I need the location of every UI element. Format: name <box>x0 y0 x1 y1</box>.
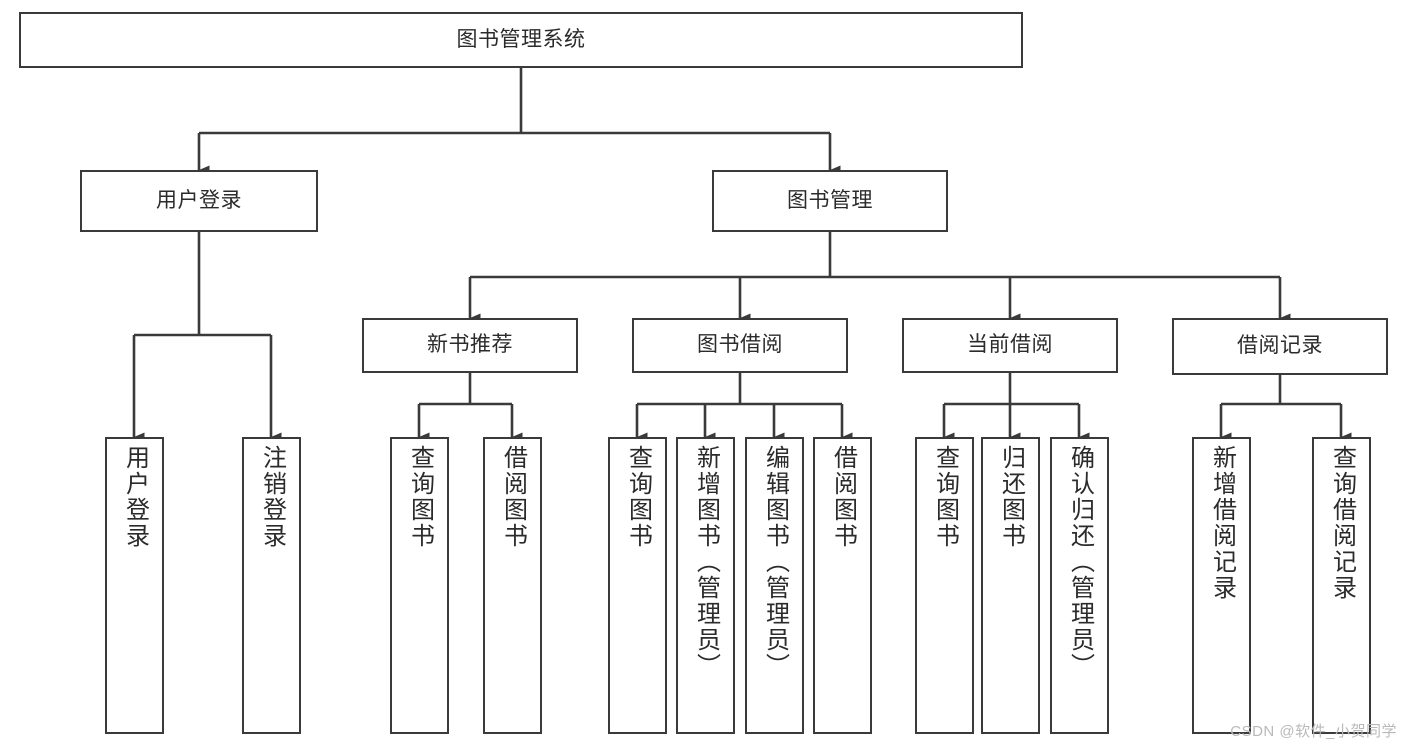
watermark-text: CSDN @软件_小贺同学 <box>1230 723 1397 740</box>
node-label: 当前借阅 <box>967 333 1053 357</box>
leaf-query-book-current[interactable]: 查询图书 <box>915 437 974 734</box>
node-label: 用户登录 <box>121 445 149 549</box>
node-label: 查询图书 <box>624 445 652 549</box>
leaf-query-book-borrow[interactable]: 查询图书 <box>608 437 667 734</box>
leaf-query-borrow-record[interactable]: 查询借阅记录 <box>1312 437 1371 734</box>
node-label: 借阅记录 <box>1237 334 1323 358</box>
node-label: 确认归还（管理员） <box>1066 445 1094 679</box>
node-label: 注销登录 <box>258 445 286 549</box>
node-borrow-record[interactable]: 借阅记录 <box>1172 318 1388 375</box>
node-current-borrow[interactable]: 当前借阅 <box>902 318 1118 373</box>
node-root-system[interactable]: 图书管理系统 <box>19 12 1023 68</box>
leaf-edit-book-admin[interactable]: 编辑图书（管理员） <box>745 437 804 734</box>
leaf-add-book-admin[interactable]: 新增图书（管理员） <box>676 437 735 734</box>
node-label: 新增图书（管理员） <box>692 445 720 679</box>
node-label: 新书推荐 <box>427 333 513 357</box>
leaf-query-book-recommend[interactable]: 查询图书 <box>390 437 449 734</box>
node-book-borrow[interactable]: 图书借阅 <box>632 318 848 373</box>
node-label: 借阅图书 <box>499 445 527 549</box>
node-label: 图书管理系统 <box>456 27 586 51</box>
node-new-book-recommend[interactable]: 新书推荐 <box>362 318 578 373</box>
node-label: 归还图书 <box>997 445 1025 549</box>
leaf-user-login[interactable]: 用户登录 <box>105 437 164 734</box>
node-label: 图书管理 <box>787 188 873 212</box>
leaf-return-book[interactable]: 归还图书 <box>981 437 1040 734</box>
node-label: 借阅图书 <box>829 445 857 549</box>
node-label: 新增借阅记录 <box>1208 445 1236 601</box>
leaf-borrow-book[interactable]: 借阅图书 <box>813 437 872 734</box>
node-label: 查询图书 <box>406 445 434 549</box>
leaf-add-borrow-record[interactable]: 新增借阅记录 <box>1192 437 1251 734</box>
node-label: 查询借阅记录 <box>1328 445 1356 601</box>
node-label: 查询图书 <box>931 445 959 549</box>
node-label: 用户登录 <box>156 188 242 212</box>
leaf-user-logout[interactable]: 注销登录 <box>242 437 301 734</box>
node-book-manage[interactable]: 图书管理 <box>712 170 948 232</box>
node-label: 编辑图书（管理员） <box>761 445 789 679</box>
node-label: 图书借阅 <box>697 333 783 357</box>
leaf-borrow-book-recommend[interactable]: 借阅图书 <box>483 437 542 734</box>
node-user-login[interactable]: 用户登录 <box>80 170 318 232</box>
leaf-confirm-return-admin[interactable]: 确认归还（管理员） <box>1050 437 1109 734</box>
